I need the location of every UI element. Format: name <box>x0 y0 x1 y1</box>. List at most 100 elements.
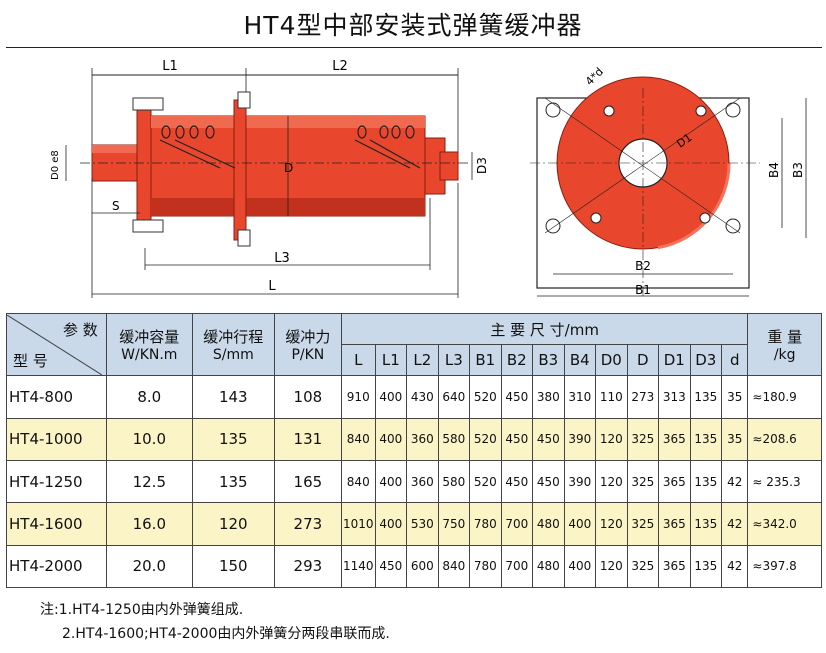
side-view: L1 L2 D D0 <box>50 59 489 298</box>
dimension-cell: 480 <box>532 502 565 546</box>
dimension-cell: 450 <box>500 417 534 462</box>
dim-col-header: L3 <box>437 344 471 377</box>
note-1: 注:1.HT4-1250由内外弹簧组成. <box>40 602 244 618</box>
dim-hole: 4*d <box>583 65 606 88</box>
dim-l1: L1 <box>162 59 178 74</box>
dimension-cell: 480 <box>532 544 565 589</box>
weight-cell: ≈342.0 <box>747 502 822 546</box>
dim-l2: L2 <box>332 59 348 74</box>
corner-params-label: 参 数 <box>62 320 98 339</box>
force-unit: P/KN <box>291 347 325 364</box>
stroke-cell: 150 <box>191 544 275 589</box>
dimension-cell: 365 <box>658 502 691 546</box>
header-stroke: 缓冲行程 S/mm <box>191 312 275 377</box>
dimension-cell: 400 <box>374 502 408 546</box>
weight-unit: /kg <box>773 347 796 364</box>
capacity-cell: 20.0 <box>105 544 193 589</box>
dimension-cell: 700 <box>500 544 534 589</box>
page-title: HT4型中部安装式弹簧缓冲器 <box>243 11 583 40</box>
dimension-cell: 120 <box>595 460 628 504</box>
dimension-cell: 520 <box>469 375 502 419</box>
dimension-cell: 365 <box>658 417 691 462</box>
dim-col-header: D <box>626 344 660 377</box>
title-underline <box>6 47 822 48</box>
weight-label: 重 量 <box>767 328 803 347</box>
dimension-cell: 750 <box>437 502 471 546</box>
dimension-cell: 520 <box>469 460 502 504</box>
capacity-unit: W/KN.m <box>121 347 178 364</box>
dim-l: L <box>268 279 276 294</box>
dimension-cell: 600 <box>406 544 439 589</box>
dimension-cell: 42 <box>721 460 749 504</box>
spec-table: 参 数 型 号 缓冲容量 W/KN.m 缓冲行程 S/mm 缓冲力 P/KN 主… <box>6 312 822 589</box>
dimension-cell: 400 <box>374 417 408 462</box>
dimension-cell: 450 <box>500 375 534 419</box>
dimension-cell: 325 <box>626 502 660 546</box>
dimension-cell: 325 <box>626 417 660 462</box>
header-force: 缓冲力 P/KN <box>273 312 342 377</box>
model-cell: HT4-2000 <box>6 544 107 589</box>
dimension-cell: 840 <box>437 544 471 589</box>
dimension-cell: 120 <box>595 502 628 546</box>
model-cell: HT4-800 <box>6 375 107 419</box>
dimension-cell: 365 <box>658 544 691 589</box>
dimension-cell: 35 <box>721 375 749 419</box>
dim-col-header: L <box>340 344 376 377</box>
model-cell: HT4-1250 <box>6 460 107 504</box>
stroke-cell: 120 <box>191 502 275 546</box>
dimension-cell: 400 <box>374 375 408 419</box>
force-cell: 293 <box>273 544 342 589</box>
dimension-cell: 380 <box>532 375 565 419</box>
notes: 注:1.HT4-1250由内外弹簧组成. 2.HT4-1600;HT4-2000… <box>40 598 390 646</box>
dim-s: S <box>112 199 120 213</box>
dimension-cell: 135 <box>689 460 723 504</box>
dim-col-header: B2 <box>500 344 534 377</box>
dimension-cell: 135 <box>689 544 723 589</box>
dimension-cell: 365 <box>658 460 691 504</box>
dimension-cell: 110 <box>595 375 628 419</box>
dim-d3: D3 <box>475 157 489 174</box>
weight-cell: ≈180.9 <box>747 375 822 419</box>
stroke-cell: 143 <box>191 375 275 419</box>
dimension-cell: 450 <box>500 460 534 504</box>
dimension-cell: 450 <box>532 417 565 462</box>
dimension-cell: 360 <box>406 460 439 504</box>
dimension-cell: 580 <box>437 417 471 462</box>
dim-b1: B1 <box>635 283 651 297</box>
stroke-label: 缓冲行程 <box>203 328 264 347</box>
dimension-cell: 640 <box>437 375 471 419</box>
model-cell: HT4-1000 <box>6 417 107 462</box>
header-weight: 重 量 /kg <box>747 312 822 377</box>
weight-cell: ≈397.8 <box>747 544 822 589</box>
capacity-cell: 16.0 <box>105 502 193 546</box>
header-dimensions: 主 要 尺 寸/mm <box>340 312 749 346</box>
dim-col-header: L2 <box>406 344 439 377</box>
dimension-cell: 520 <box>469 417 502 462</box>
dimension-cell: 120 <box>595 544 628 589</box>
corner-header-cell: 参 数 型 号 <box>6 312 107 377</box>
note-2: 2.HT4-1600;HT4-2000由内外弹簧分两段串联而成. <box>62 626 390 642</box>
force-cell: 131 <box>273 417 342 462</box>
dimension-cell: 530 <box>406 502 439 546</box>
dimension-cell: 390 <box>563 460 597 504</box>
stroke-cell: 135 <box>191 460 275 504</box>
dimension-cell: 313 <box>658 375 691 419</box>
force-cell: 108 <box>273 375 342 419</box>
end-view: 4*d D1 B4 B3 B2 B1 <box>530 65 807 298</box>
dim-col-header: d <box>721 344 749 377</box>
dimension-cell: 780 <box>469 502 502 546</box>
dimension-cell: 360 <box>406 417 439 462</box>
header-capacity: 缓冲容量 W/KN.m <box>105 312 193 377</box>
dimension-cell: 325 <box>626 460 660 504</box>
buffer-drawing: L1 L2 D D0 <box>50 59 807 298</box>
dimension-cell: 135 <box>689 417 723 462</box>
dimension-cell: 325 <box>626 544 660 589</box>
dim-col-header: L1 <box>374 344 408 377</box>
dim-l3: L3 <box>274 251 290 266</box>
dimension-cell: 35 <box>721 417 749 462</box>
dimension-cell: 310 <box>563 375 597 419</box>
dimension-cell: 700 <box>500 502 534 546</box>
